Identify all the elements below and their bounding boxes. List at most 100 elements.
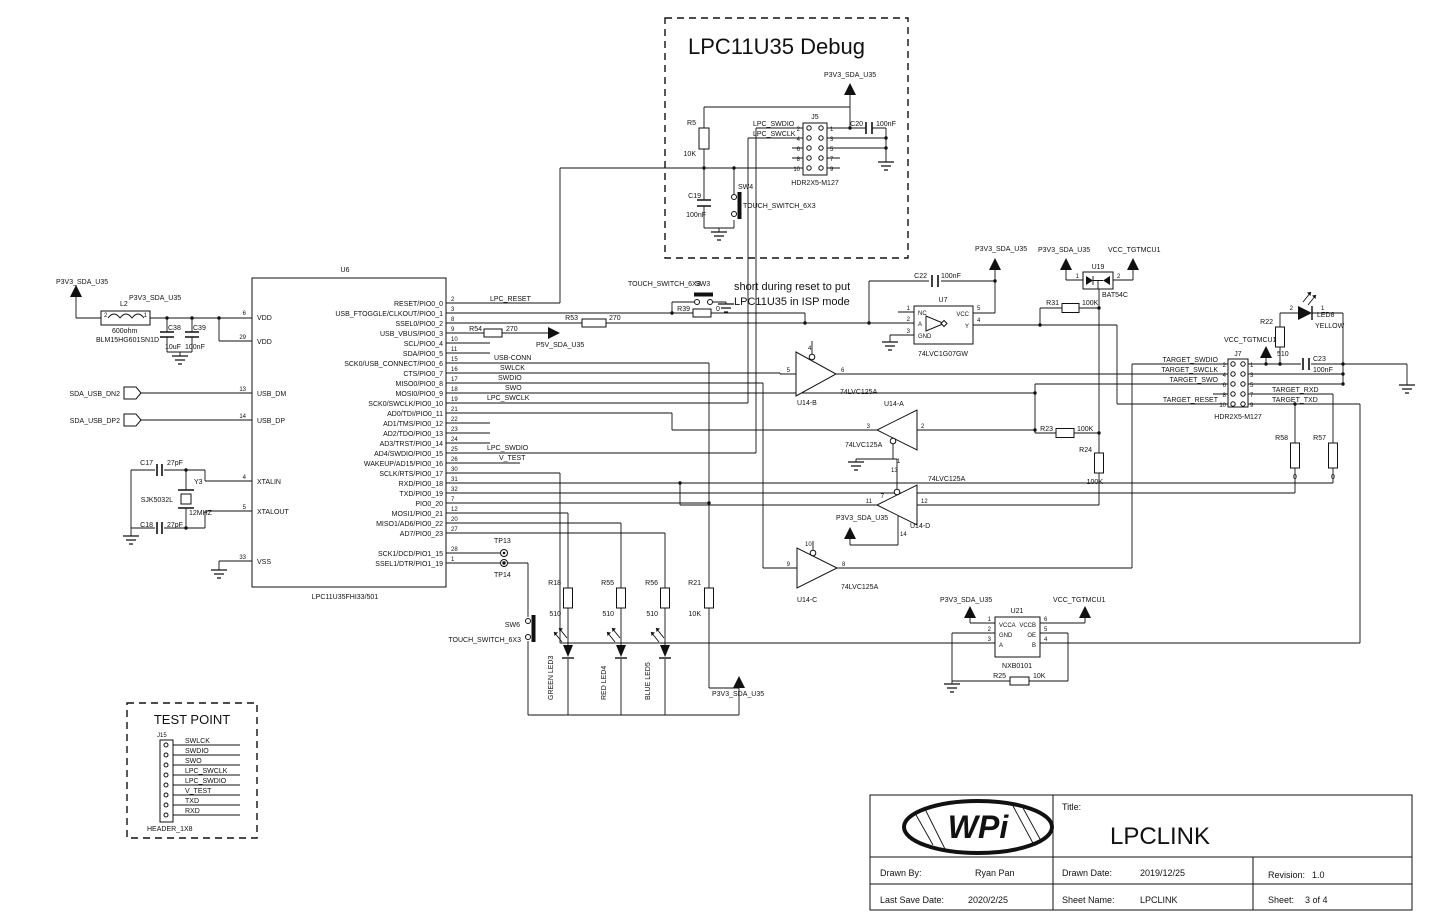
j5-pin5: 5 [830,147,834,153]
u6-p6-num: 15 [451,357,458,363]
port-label-dp2: SDA_USB_DP2 [70,418,120,425]
note-line1: short during reset to put [734,281,850,293]
u6-p20: PIO0_20 [415,501,443,508]
c17-ref: C17 [140,460,153,467]
u7-part: 74LVC1G07GW [918,351,968,358]
u21-pin6: 6 [1044,617,1048,623]
u7-pin3: 3 [907,329,911,335]
power-arrow-icon [844,527,856,539]
title-block: WPi Title: LPCLINK Drawn By: Ryan Pan Dr… [869,794,1413,911]
r31-val: 100K [1082,300,1099,307]
buffer-gates [795,315,948,589]
u21-pin4: 4 [1044,637,1048,643]
u6-xtalout: XTALOUT [257,509,289,516]
tp-v-test: V_TEST [185,788,212,795]
u6-p10-num: 19 [451,397,458,403]
j7-pin7: 7 [1250,393,1254,399]
resistor-R58 [1290,442,1300,469]
u6-vdd1-num: 6 [243,311,247,317]
u21-oe: OE [1027,633,1036,639]
u6-usbdm: USB_DM [257,391,286,398]
sheet-num-label: Sheet: [1268,895,1294,905]
j5-pin9: 9 [830,167,834,173]
u6-p10: SCK0/SWCLK/PIO0_10 [368,401,443,408]
j7-pin5: 5 [1250,383,1254,389]
net-p3v3-l2: P3V3_SDA_U35 [129,295,181,302]
u21-pin5: 5 [1044,627,1048,633]
resistor-R53 [581,318,607,328]
resistor-R57 [1328,442,1338,469]
power-arrow-icon [1079,606,1091,618]
drawn-date-value: 2019/12/25 [1140,868,1185,878]
resistor-R31 [1061,303,1080,313]
u6-p0-num: 2 [451,297,455,303]
net-lpc-reset: LPC_RESET [490,296,532,303]
r22-ref: R22 [1260,319,1273,326]
u6-p11-num: 21 [451,407,458,413]
net-vcctgt-u19: VCC_TGTMCU1 [1108,247,1161,254]
u7-nc: NC [918,311,927,317]
tp13-pad-center [502,551,506,555]
sw3-contact [707,299,713,305]
led8-color: YELLOW [1315,323,1345,330]
u6-p3-num: 9 [451,327,455,333]
tp-lpc-swclk: LPC_SWCLK [185,768,228,775]
y3-ref: Y3 [194,479,203,486]
led8-pin1: 1 [1321,306,1325,312]
r58-val: 0 [1293,474,1297,481]
u19-pin2: 2 [1117,274,1121,280]
u6-vss-num: 33 [239,555,246,561]
u14d-pin11: 11 [866,499,873,505]
resistor-R21 [704,587,714,609]
c22-val: 100nF [941,273,961,280]
u6-p19-num: 32 [451,487,458,493]
u6-p22: MISO1/AD6/PIO0_22 [376,521,443,528]
u6-p25: SSEL1/DTR/PIO1_19 [375,561,443,568]
c23-ref: C23 [1313,356,1326,363]
sw6-ref: SW6 [505,622,520,629]
u6-vdd1: VDD [257,315,272,322]
u6-p11: AD0/TDI/PIO0_11 [387,411,443,418]
y3-part: SJK5032L [141,497,173,504]
r21-ref: R21 [688,580,701,587]
u6-p17: SCLK/RTS/PIO0_17 [379,471,443,478]
net-target-reset: TARGET_RESET [1163,397,1219,404]
u7-a: A [918,322,922,328]
j7-pin9: 9 [1250,403,1254,409]
title-block-grid [870,795,1412,910]
u6-p9: MOSI0/PIO0_9 [396,391,444,398]
u6-usbdm-num: 13 [239,387,246,393]
sw3-actuator [694,292,713,297]
u14a-ref: U14-A [884,401,904,408]
r53-ref: R53 [565,315,578,322]
last-save-value: 2020/2/25 [968,895,1008,905]
u6-xtalin-num: 4 [243,475,247,481]
y3-body [180,493,192,505]
j5-pin6: 6 [797,147,801,153]
c23-val: 100nF [1313,367,1333,374]
l2-val: 600ohm [112,328,137,335]
resistors [483,127,1338,686]
net-target-swdio: TARGET_SWDIO [1163,357,1219,364]
sheet-name-label: Sheet Name: [1062,895,1115,905]
junction-dots [165,126,1345,565]
u6-p24-num: 28 [451,547,458,553]
resistor-R39 [692,308,712,318]
u19-part: BAT54C [1102,292,1128,299]
wires [75,95,1408,816]
c20-val: 100nF [876,121,896,128]
u6-p7-num: 16 [451,367,458,373]
u14c-part: 74LVC125A [841,584,879,591]
input-ports [123,386,142,427]
net-p3v3-u14d: P3V3_SDA_U35 [836,515,888,522]
port-label-dn2: SDA_USB_DN2 [69,391,120,398]
c39-val: 100nF [185,344,205,351]
u21-pin2: 2 [988,627,992,633]
net-p5v: P5V_SDA_U35 [536,342,584,349]
j5-pin4: 4 [797,137,801,143]
l2-ref: L2 [120,301,128,308]
power-arrow-icon [844,83,856,95]
u6-usbdp: USB_DP [257,418,285,425]
r5-val: 10K [684,151,697,158]
power-arrow-icon [733,676,745,688]
